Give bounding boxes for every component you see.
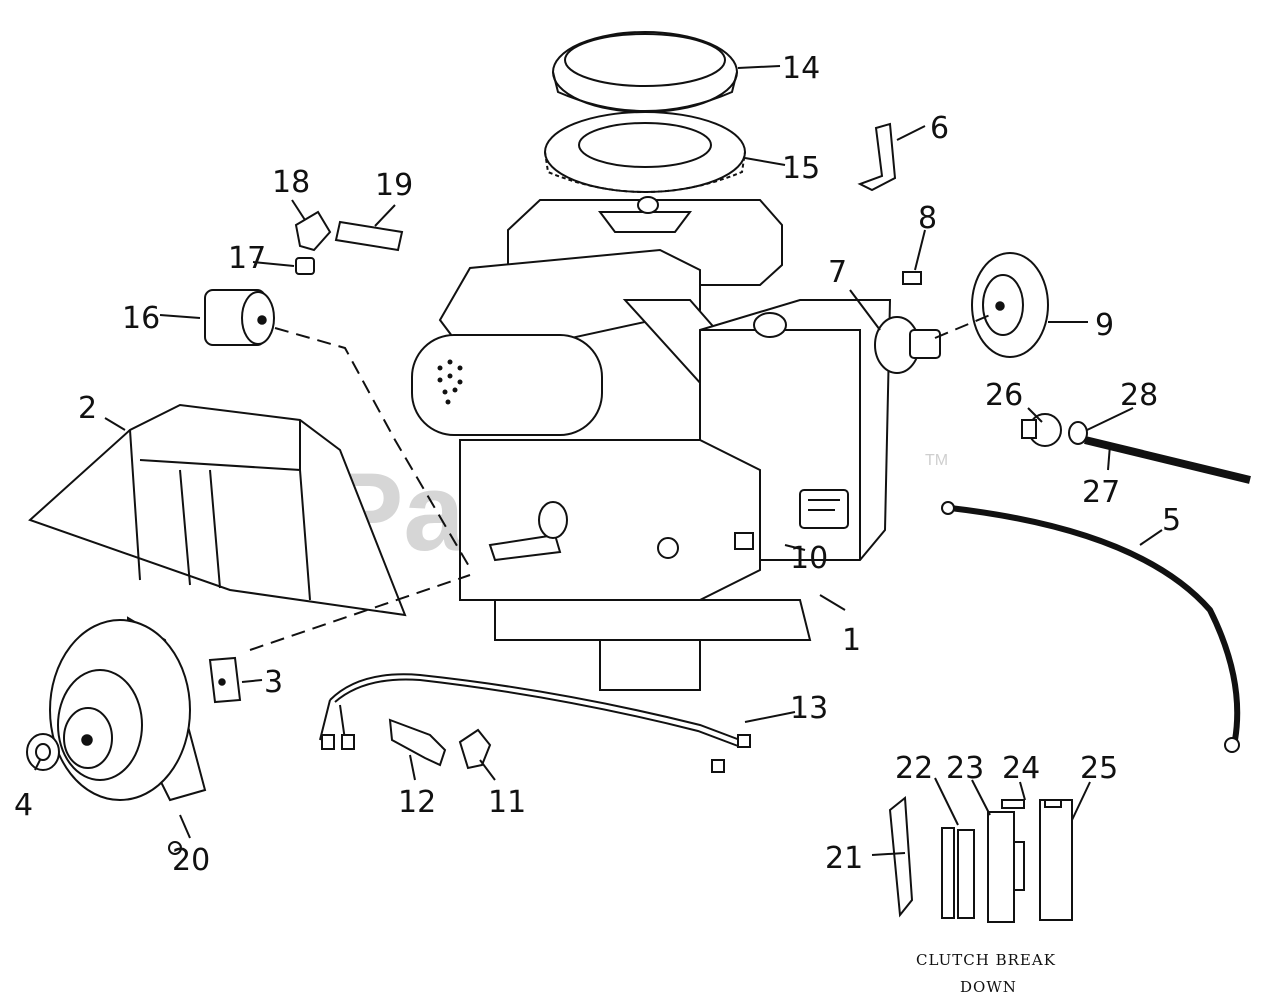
- callout-24: 24: [1002, 751, 1040, 786]
- callout-3: 3: [264, 665, 283, 700]
- callout-19: 19: [375, 168, 413, 203]
- watermark-tm: TM: [925, 452, 948, 469]
- callout-12: 12: [398, 785, 436, 820]
- clutch-20: [49, 616, 207, 855]
- callout-14: 14: [782, 51, 820, 86]
- callout-23: 23: [946, 751, 984, 786]
- air-cleaner-cover: [552, 31, 738, 113]
- switch-12: [388, 718, 447, 767]
- callout-21: 21: [825, 841, 863, 876]
- callout-1: 1: [842, 623, 861, 658]
- callout-27: 27: [1082, 475, 1120, 510]
- callout-labels: 1 2 3 4 5 6 7 8 9 10 11 12 13 14 15 16 1…: [14, 51, 1181, 878]
- elbow-11: [458, 728, 492, 770]
- callout-17: 17: [228, 241, 266, 276]
- caption-line-1: CLUTCH BREAK: [916, 951, 1056, 969]
- callout-13: 13: [790, 691, 828, 726]
- air-filter-element: [544, 111, 746, 193]
- engine-grille: [437, 359, 463, 405]
- fitting-17: [295, 257, 315, 275]
- wire-harness-13: [319, 673, 751, 773]
- spacer-3: [208, 656, 242, 704]
- clutch-breakdown: [888, 796, 1073, 923]
- elbow-18: [294, 210, 332, 252]
- hose-27: [1084, 436, 1251, 484]
- callout-26: 26: [985, 378, 1023, 413]
- callout-9: 9: [1095, 308, 1114, 343]
- callout-5: 5: [1162, 503, 1181, 538]
- engine-shroud: [28, 403, 407, 617]
- callout-6: 6: [930, 111, 949, 146]
- bracket-6: [857, 122, 897, 192]
- callout-2: 2: [78, 391, 97, 426]
- caption-line-2: DOWN: [960, 978, 1017, 996]
- washer-4: [26, 733, 60, 771]
- callout-11: 11: [488, 785, 526, 820]
- nipple-19: [334, 220, 404, 252]
- cable-5: [941, 501, 1241, 753]
- engine: [411, 196, 892, 691]
- key-8: [902, 271, 922, 285]
- callout-15: 15: [782, 151, 820, 186]
- leader-lines: [34, 65, 1163, 856]
- assembly-guide-lines: [249, 314, 991, 651]
- callout-10: 10: [790, 541, 828, 576]
- callout-22: 22: [895, 751, 933, 786]
- callout-18: 18: [272, 165, 310, 200]
- clamp-28: [1068, 421, 1088, 445]
- callout-8: 8: [918, 201, 937, 236]
- fitting-26: [1021, 413, 1062, 447]
- pulley-9: [971, 252, 1049, 358]
- callout-25: 25: [1080, 751, 1118, 786]
- callout-20: 20: [172, 843, 210, 878]
- oil-filter: [204, 289, 275, 346]
- callout-28: 28: [1120, 378, 1158, 413]
- callout-7: 7: [828, 255, 847, 290]
- callout-4: 4: [14, 788, 33, 823]
- adapter-7: [874, 316, 941, 374]
- callout-16: 16: [122, 301, 160, 336]
